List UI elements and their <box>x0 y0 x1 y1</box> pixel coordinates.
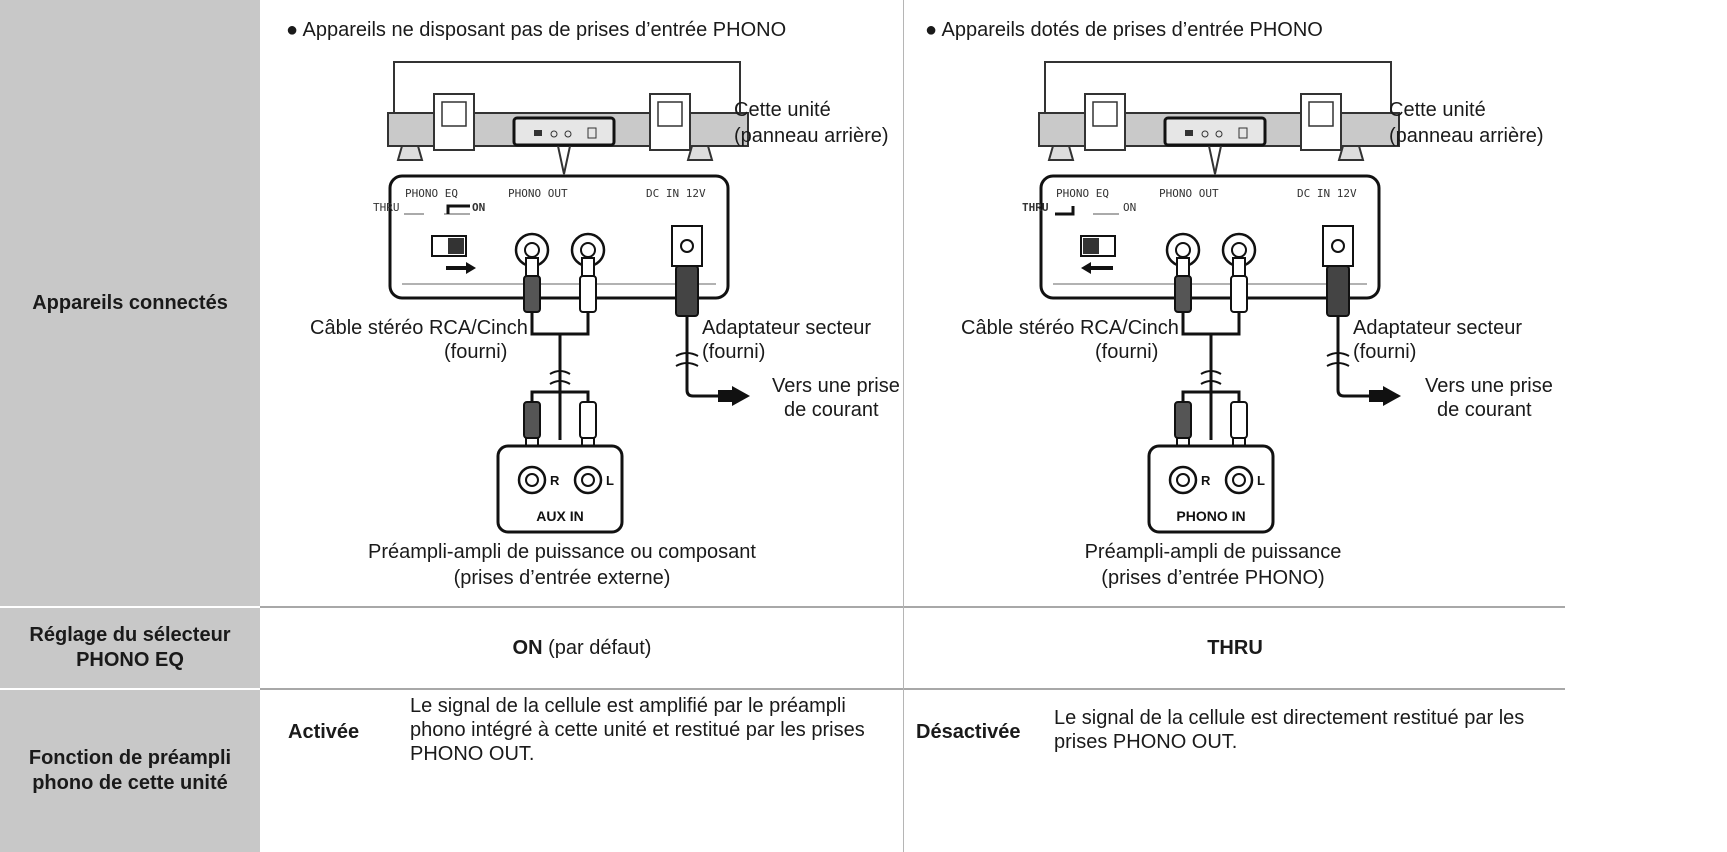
panel-on-label: ON <box>472 201 485 214</box>
amplifier-inputs-illustration: R L <box>1147 444 1275 534</box>
panel-dc-in-label: DC IN 12V <box>1297 187 1357 200</box>
panel-phono-out-label: PHONO OUT <box>508 187 568 200</box>
row-header-selector-line2: PHONO EQ <box>76 649 184 671</box>
row-header-selector: Réglage du sélecteur PHONO EQ <box>0 608 260 688</box>
row-header-function: Fonction de préampli phono de cette unit… <box>0 690 260 852</box>
left-input-label: AUX IN <box>536 508 583 524</box>
left-desc-line-2: phono intégré à cette unité et restitué … <box>410 719 865 741</box>
row-divider-1 <box>260 606 1565 608</box>
turntable-illustration <box>1038 61 1400 175</box>
right-outlet-label-1: Vers une prise <box>1425 375 1553 397</box>
right-desc-line-2: prises PHONO OUT. <box>1054 731 1238 753</box>
right-function-description: Le signal de la cellule est directement … <box>1054 706 1524 754</box>
right-device-label-1: Préampli-ampli de puissance <box>1085 541 1342 563</box>
left-connection-diagram: ● Appareils ne disposant pas de prises d… <box>286 19 900 589</box>
left-cable-label-1: Câble stéréo RCA/Cinch <box>310 317 528 339</box>
left-outlet-label-2: de courant <box>784 399 879 421</box>
row-header-connected-devices: Appareils connectés <box>0 0 260 606</box>
left-outlet-label-1: Vers une prise <box>772 375 900 397</box>
left-selector-note: (par défaut) <box>542 637 652 659</box>
row-header-function-line2: phono de cette unité <box>32 772 228 794</box>
left-function-description: Le signal de la cellule est amplifié par… <box>410 694 865 766</box>
amp-l-label: L <box>1257 473 1265 488</box>
rear-panel-illustration: PHONO EQ THRU ON PHONO OUT DC IN 12V <box>373 174 730 300</box>
amp-l-label: L <box>606 473 614 488</box>
right-selector-setting: THRU <box>1207 637 1263 659</box>
row-header-function-line1: Fonction de préampli <box>28 747 232 769</box>
panel-thru-label: THRU <box>1022 201 1049 214</box>
right-connection-diagram: ● Appareils dotés de prises d’entrée PHO… <box>925 19 1553 589</box>
left-unit-label-1: Cette unité <box>734 99 831 121</box>
ac-adapter-illustration <box>1326 265 1401 406</box>
left-adapter-label-1: Adaptateur secteur <box>702 317 871 339</box>
left-device-label-2: (prises d’entrée externe) <box>454 567 671 589</box>
right-desc-line-1: Le signal de la cellule est directement … <box>1054 707 1525 729</box>
left-bullet-title: ● Appareils ne disposant pas de prises d… <box>286 19 786 41</box>
panel-phono-out-label: PHONO OUT <box>1159 187 1219 200</box>
rear-panel-illustration: PHONO EQ THRU ON PHONO OUT DC IN 12V <box>1022 174 1381 300</box>
left-desc-line-3: PHONO OUT. <box>410 743 535 765</box>
panel-phono-eq-label: PHONO EQ <box>405 187 458 200</box>
amplifier-inputs-illustration: R L <box>496 444 624 534</box>
panel-on-label: ON <box>1123 201 1136 214</box>
left-selector-value: ON <box>512 637 543 659</box>
right-adapter-label-2: (fourni) <box>1353 341 1416 363</box>
row-header-connected-label: Appareils connectés <box>32 291 228 314</box>
panel-dc-in-label: DC IN 12V <box>646 187 706 200</box>
left-unit-label-2: (panneau arrière) <box>734 125 889 147</box>
panel-thru-label: THRU <box>373 201 400 214</box>
left-adapter-label-2: (fourni) <box>702 341 765 363</box>
right-outlet-label-2: de courant <box>1437 399 1532 421</box>
right-function-status: Désactivée <box>916 721 1021 743</box>
right-cable-label-2: (fourni) <box>1095 341 1158 363</box>
amp-r-label: R <box>550 473 560 488</box>
row-divider-2 <box>260 688 1565 690</box>
column-divider <box>903 0 904 852</box>
row-header-selector-line1: Réglage du sélecteur <box>29 624 231 646</box>
left-selector-setting: ON (par défaut) <box>262 636 902 660</box>
panel-phono-eq-label: PHONO EQ <box>1056 187 1109 200</box>
left-device-label-1: Préampli-ampli de puissance ou composant <box>368 541 756 563</box>
right-bullet-title: ● Appareils dotés de prises d’entrée PHO… <box>925 19 1323 41</box>
right-adapter-label-1: Adaptateur secteur <box>1353 317 1522 339</box>
turntable-illustration <box>387 61 749 175</box>
right-cable-label-1: Câble stéréo RCA/Cinch <box>961 317 1179 339</box>
left-desc-line-1: Le signal de la cellule est amplifié par… <box>410 695 846 717</box>
right-unit-label-1: Cette unité <box>1389 99 1486 121</box>
left-cable-label-2: (fourni) <box>444 341 507 363</box>
right-input-label: PHONO IN <box>1176 508 1245 524</box>
ac-adapter-illustration <box>675 265 750 406</box>
right-unit-label-2: (panneau arrière) <box>1389 125 1544 147</box>
right-device-label-2: (prises d’entrée PHONO) <box>1101 567 1324 589</box>
left-function-status: Activée <box>288 721 360 743</box>
amp-r-label: R <box>1201 473 1211 488</box>
